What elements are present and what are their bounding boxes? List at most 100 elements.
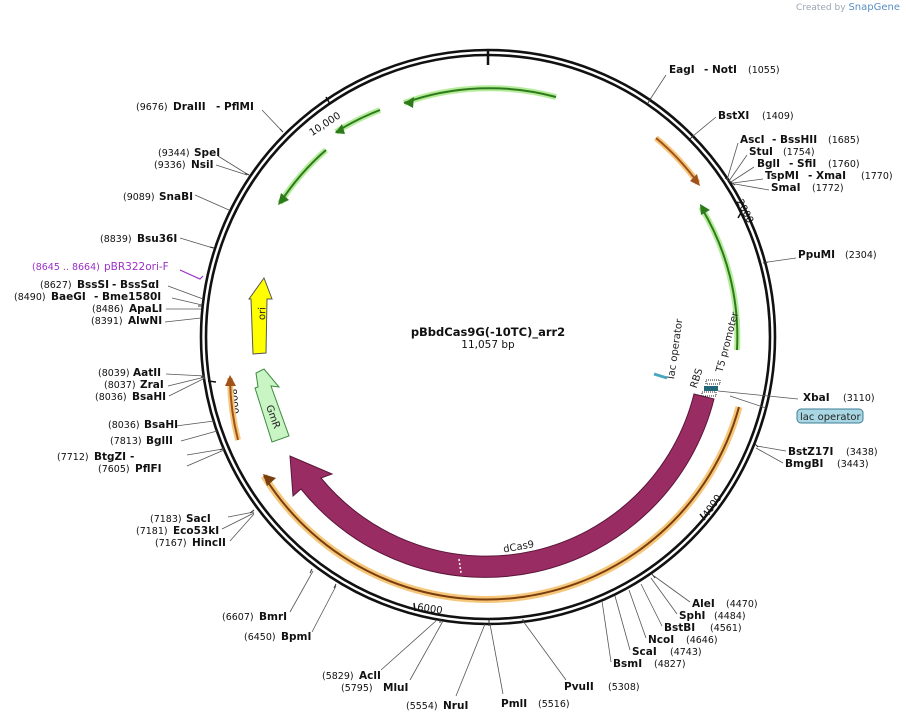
site-eagi-pos: (1055) — [748, 65, 780, 76]
site-alwni-pos: (8391) — [91, 316, 123, 327]
site-eagi: EagI — [669, 64, 695, 76]
site-xbai-pos: (3110) — [843, 393, 875, 404]
green-feature-arrows — [277, 85, 741, 351]
site-saci: SacI — [186, 513, 211, 525]
orange-feature-arrows — [225, 135, 743, 603]
site-snabi: SnaBI — [159, 191, 193, 203]
site-bsshii: - BssHII — [772, 134, 817, 146]
site-pflfi-pos: (7712) — [57, 452, 89, 463]
site-smai-pos: (1772) — [812, 183, 844, 194]
site-nsii-pos: (9336) — [154, 160, 186, 171]
site-zrai: ZraI — [140, 379, 164, 391]
site-pvuii: PvuII — [564, 681, 594, 693]
site-bpmi: BpmI — [281, 631, 311, 643]
site-bstz17i: BstZ17I — [788, 446, 833, 458]
site-alei-pos: (4470) — [726, 599, 758, 610]
site-asci-pos: (1685) — [828, 135, 860, 146]
site-stui: StuI — [749, 146, 773, 158]
lac-operator-label: lac operator — [666, 317, 685, 379]
site-bglii: BsaHI — [144, 419, 178, 431]
site-spei-pos: (9344) — [158, 148, 190, 159]
site-tspmi-pos: (1770) — [861, 171, 893, 182]
site-bsssi: BssSI — [77, 279, 109, 291]
site-noti: - NotI — [704, 64, 737, 76]
site-mlui-pos: (5795) — [341, 683, 373, 694]
site-bstbi: BstBI — [664, 622, 695, 634]
site-bstbi-pos: (4561) — [710, 623, 742, 634]
site-sphi: SphI — [679, 610, 705, 622]
site-bmgbi-pos: (3443) — [837, 459, 869, 470]
lac-operator-box-label: lac operator — [800, 412, 861, 423]
tick-label-2000: 2000 — [734, 198, 755, 226]
pbr322ori-f-primer: (8645 .. 8664) pBR322ori-F — [32, 261, 204, 280]
site-eco53ki: Eco53kI — [173, 525, 219, 537]
site-tth111i: - — [130, 451, 134, 463]
site-bsssai: - BssSαI — [112, 279, 159, 291]
site-nrui: NruI — [443, 700, 468, 712]
site-pflfi: BtgZI — [94, 451, 126, 463]
site-asci: AscI — [740, 134, 765, 146]
site-eco53ki-pos: (7181) — [136, 526, 168, 537]
site-baegi-pos: (8490) — [14, 292, 46, 303]
site-baegi: BaeGI — [51, 291, 86, 303]
site-ncoi-pos: (4646) — [686, 635, 718, 646]
site-ppumi: PpuMI — [798, 249, 835, 261]
site-acli: AclI — [359, 670, 381, 682]
site-saci-pos: (7183) — [150, 514, 182, 525]
site-nmeaiii: PflFI — [135, 463, 162, 475]
site-alwni: AlwNI — [128, 315, 162, 327]
site-bstxi: BstXI — [718, 110, 749, 122]
site-bsmi-pos: (4827) — [654, 659, 686, 670]
tick-label-6000: 6000 — [416, 602, 443, 616]
site-snabi-pos: (9089) — [123, 192, 155, 203]
site-bsahi-pos: (8036) — [95, 392, 127, 403]
pbr322ori-f-range: (8645 .. 8664) — [32, 262, 100, 273]
site-bstz17i-pos: (3438) — [846, 447, 878, 458]
plasmid-length: 11,057 bp — [461, 339, 515, 351]
site-nrui-pos: (5554) — [406, 701, 438, 712]
site-btgzi: BglII — [146, 435, 173, 447]
ori-label: ori — [257, 307, 268, 320]
site-scai: ScaI — [632, 646, 657, 658]
site-sphi-pos: (4484) — [714, 611, 746, 622]
backbone-outer-strand — [199, 48, 777, 626]
site-bmri-pos: (6607) — [222, 612, 254, 623]
site-hincii: HincII — [192, 537, 226, 549]
site-btgzi-pos: (7813) — [110, 436, 142, 447]
site-xbai: XbaI — [803, 392, 830, 404]
site-markers — [198, 97, 769, 626]
site-ncoi: NcoI — [648, 634, 674, 646]
gmr-feature: GmR — [254, 368, 290, 443]
site-zrai-pos: (8037) — [104, 380, 136, 391]
site-mlui: MluI — [383, 682, 408, 694]
site-apali-pos: (8486) — [92, 304, 124, 315]
dcas9-feature: dCas9 — [289, 392, 717, 578]
site-smai: SmaI — [771, 182, 801, 194]
lac-operator-box — [796, 408, 864, 424]
restriction-sites: EagI - NotI (1055) BstXI (1409) AscI - B… — [14, 64, 893, 712]
site-aatii-pos: (8039) — [98, 368, 130, 379]
ori-feature: ori — [248, 276, 273, 355]
site-bsu36i-pos: (8839) — [100, 234, 132, 245]
site-stui-pos: (1754) — [783, 147, 815, 158]
site-pflmi: - PflMI — [216, 101, 254, 113]
snapgene-credit: Created by SnapGene — [796, 2, 900, 13]
site-bsu36i: Bsu36I — [137, 233, 177, 245]
site-pmli: PmlI — [501, 698, 527, 710]
site-acli-pos: (5829) — [322, 671, 354, 682]
site-apali: ApaLI — [129, 303, 162, 315]
site-hincii-pos: (7167) — [155, 538, 187, 549]
plasmid-name: pBbdCas9G(-10TC)_arr2 — [411, 325, 565, 340]
site-bsssi-pos: (8627) — [40, 280, 72, 291]
site-scai-pos: (4743) — [670, 647, 702, 658]
tick-2000: 2000 — [734, 198, 755, 226]
site-tspmi: TspMI — [765, 170, 799, 182]
site-draiii: DraIII — [173, 101, 206, 113]
site-bgli-pos: (1760) — [828, 159, 860, 170]
credit-prefix: Created by — [796, 3, 846, 13]
site-nsii: NsiI — [191, 159, 214, 171]
site-sfii: - SfiI — [789, 158, 816, 170]
site-draiii-pos: (9676) — [136, 102, 168, 113]
rbs-label: RBS — [689, 367, 706, 389]
